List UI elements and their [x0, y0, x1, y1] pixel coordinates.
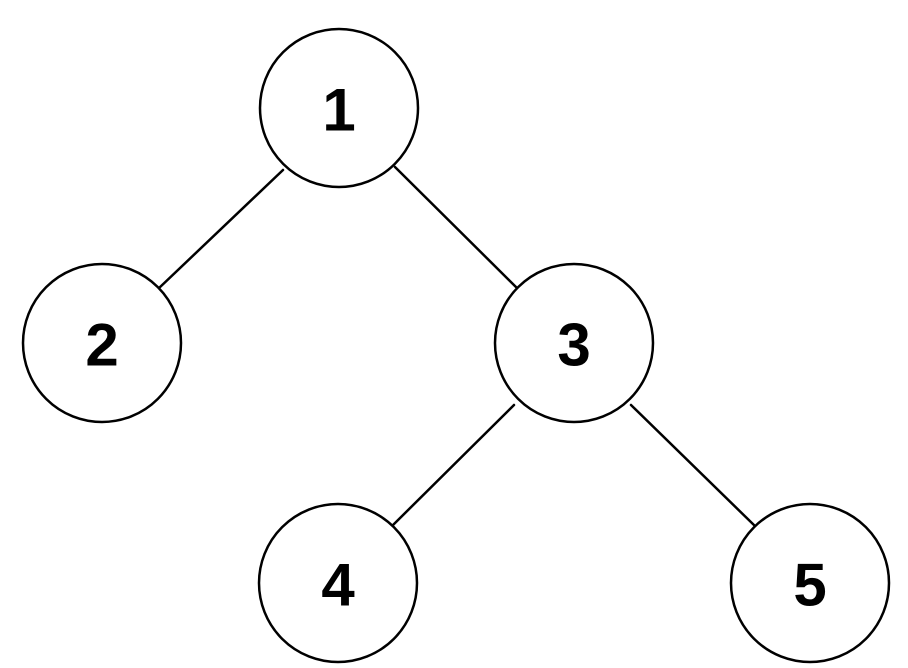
tree-node-2: 2: [21, 262, 183, 424]
tree-nodes: 1 2 3 4 5: [21, 27, 891, 664]
node-circle: [493, 262, 655, 424]
edge-3-4: [389, 403, 516, 529]
tree-node-1: 1: [258, 27, 420, 189]
node-label: 2: [85, 312, 118, 379]
tree-edges: [156, 165, 758, 529]
node-label: 4: [321, 552, 355, 619]
node-circle: [257, 502, 419, 664]
node-label: 3: [557, 312, 590, 379]
node-circle: [21, 262, 183, 424]
tree-node-3: 3: [493, 262, 655, 424]
edge-3-5: [629, 403, 758, 529]
node-label: 5: [793, 552, 826, 619]
tree-node-4: 4: [257, 502, 419, 664]
edge-1-3: [393, 165, 521, 292]
tree-node-5: 5: [729, 502, 891, 664]
node-circle: [258, 27, 420, 189]
edge-1-2: [156, 168, 285, 291]
node-label: 1: [322, 77, 355, 144]
node-circle: [729, 502, 891, 664]
